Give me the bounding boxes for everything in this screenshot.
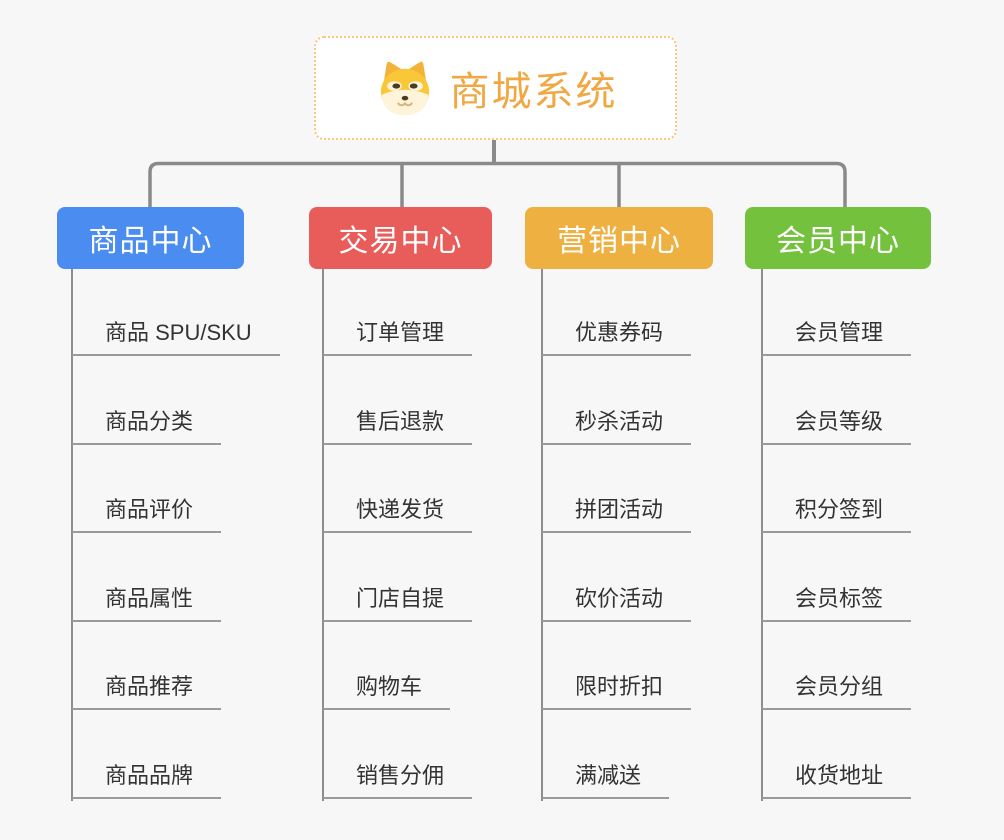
shiba-dog-icon (380, 61, 429, 116)
branch-trunk-line (322, 269, 324, 801)
child-node[interactable]: 会员管理 (762, 318, 912, 356)
child-node[interactable]: 商品品牌 (72, 761, 222, 799)
child-node[interactable]: 满减送 (542, 761, 670, 799)
root-title: 商城系统 (449, 70, 618, 114)
child-node[interactable]: 售后退款 (323, 407, 473, 445)
child-node[interactable]: 快递发货 (323, 495, 473, 533)
child-node[interactable]: 商品评价 (72, 495, 222, 533)
branch-children-product-center: 商品 SPU/SKU 商品分类 商品评价 商品属性 商品推荐 商品品牌 (71, 269, 312, 803)
branch-label: 交易中心 (338, 225, 463, 258)
branch-children-marketing-center: 优惠券码 秒杀活动 拼团活动 砍价活动 限时折扣 满减送 (541, 269, 782, 803)
child-node[interactable]: 拼团活动 (542, 495, 692, 533)
child-node[interactable]: 积分签到 (762, 495, 912, 533)
child-node[interactable]: 商品 SPU/SKU (72, 318, 280, 356)
child-node[interactable]: 商品属性 (72, 584, 222, 622)
child-node[interactable]: 商品分类 (72, 407, 222, 445)
branch-label: 商品中心 (88, 225, 213, 258)
branch-node-product-center[interactable]: 商品中心 (57, 207, 244, 269)
branch-trunk-line (71, 269, 73, 801)
branch-children-trade-center: 订单管理 售后退款 快递发货 门店自提 购物车 销售分佣 (322, 269, 563, 803)
child-node[interactable]: 收货地址 (762, 761, 912, 799)
branch-node-trade-center[interactable]: 交易中心 (309, 207, 492, 269)
child-node[interactable]: 砍价活动 (542, 584, 692, 622)
branch-children-member-center: 会员管理 会员等级 积分签到 会员标签 会员分组 收货地址 (761, 269, 1002, 803)
root-node[interactable]: 商城系统 (314, 36, 677, 140)
child-node[interactable]: 秒杀活动 (542, 407, 692, 445)
child-node[interactable]: 限时折扣 (542, 672, 692, 710)
branch-trunk-line (761, 269, 763, 801)
child-node[interactable]: 销售分佣 (323, 761, 473, 799)
branch-label: 会员中心 (776, 225, 900, 258)
branch-node-member-center[interactable]: 会员中心 (745, 207, 931, 269)
branch-label: 营销中心 (557, 225, 681, 258)
child-node[interactable]: 购物车 (323, 672, 451, 710)
child-node[interactable]: 会员分组 (762, 672, 912, 710)
child-node[interactable]: 门店自提 (323, 584, 473, 622)
branch-trunk-line (541, 269, 543, 801)
child-node[interactable]: 优惠券码 (542, 318, 692, 356)
child-node[interactable]: 会员等级 (762, 407, 912, 445)
child-node[interactable]: 会员标签 (762, 584, 912, 622)
child-node[interactable]: 商品推荐 (72, 672, 222, 710)
branch-node-marketing-center[interactable]: 营销中心 (525, 207, 713, 269)
child-node[interactable]: 订单管理 (323, 318, 473, 356)
